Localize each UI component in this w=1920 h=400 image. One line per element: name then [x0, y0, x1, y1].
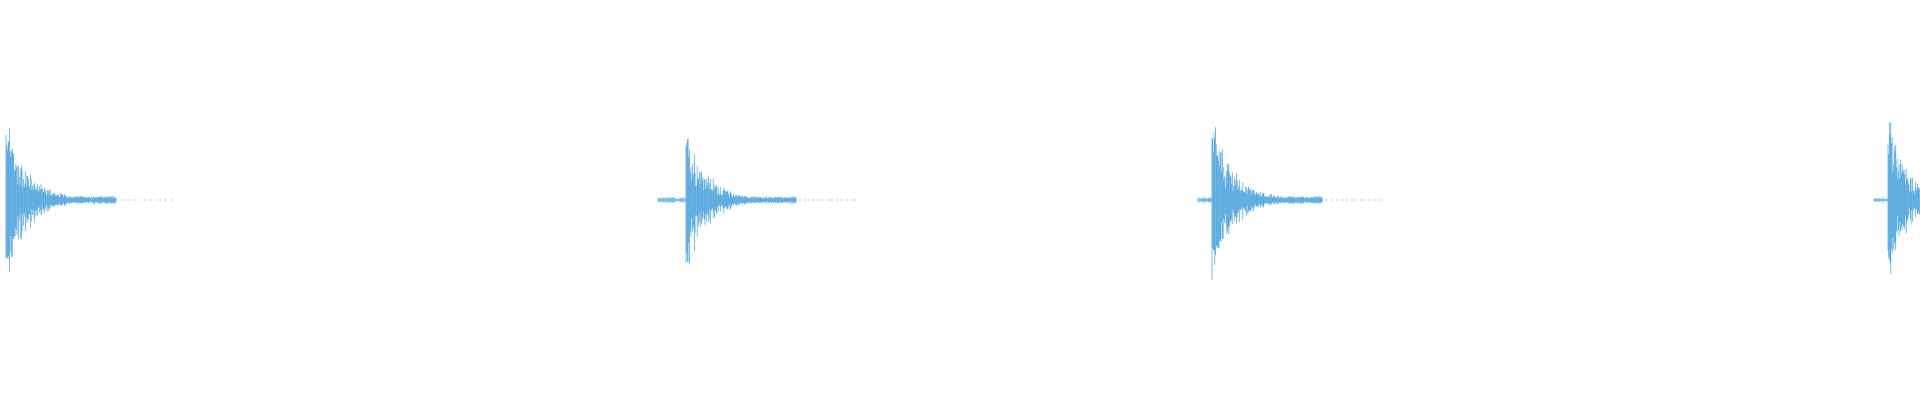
- transient-3: [1197, 127, 1381, 281]
- transient-2: [657, 138, 856, 265]
- transient-1: [5, 127, 173, 273]
- transient-4: [1873, 122, 1920, 274]
- waveform-transients: [5, 122, 1920, 281]
